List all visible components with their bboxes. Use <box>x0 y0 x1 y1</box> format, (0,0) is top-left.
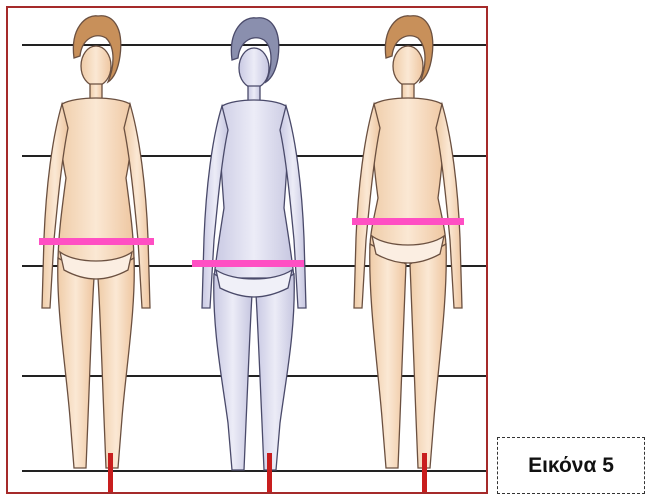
measure-line-figure-1 <box>39 238 154 245</box>
ground-marker <box>108 453 113 493</box>
ground-markers <box>108 453 427 493</box>
ground-marker <box>422 453 427 493</box>
body-proportions-figure <box>6 6 488 494</box>
measure-line-figure-3 <box>352 218 464 225</box>
ground-marker <box>267 453 272 493</box>
measure-line-figure-2 <box>192 260 304 267</box>
woman-figure-warm-icon <box>354 16 462 468</box>
figure-caption: Εικόνα 5 <box>497 437 645 494</box>
woman-figure-cool-icon <box>202 18 306 470</box>
figure-illustration <box>8 8 488 494</box>
